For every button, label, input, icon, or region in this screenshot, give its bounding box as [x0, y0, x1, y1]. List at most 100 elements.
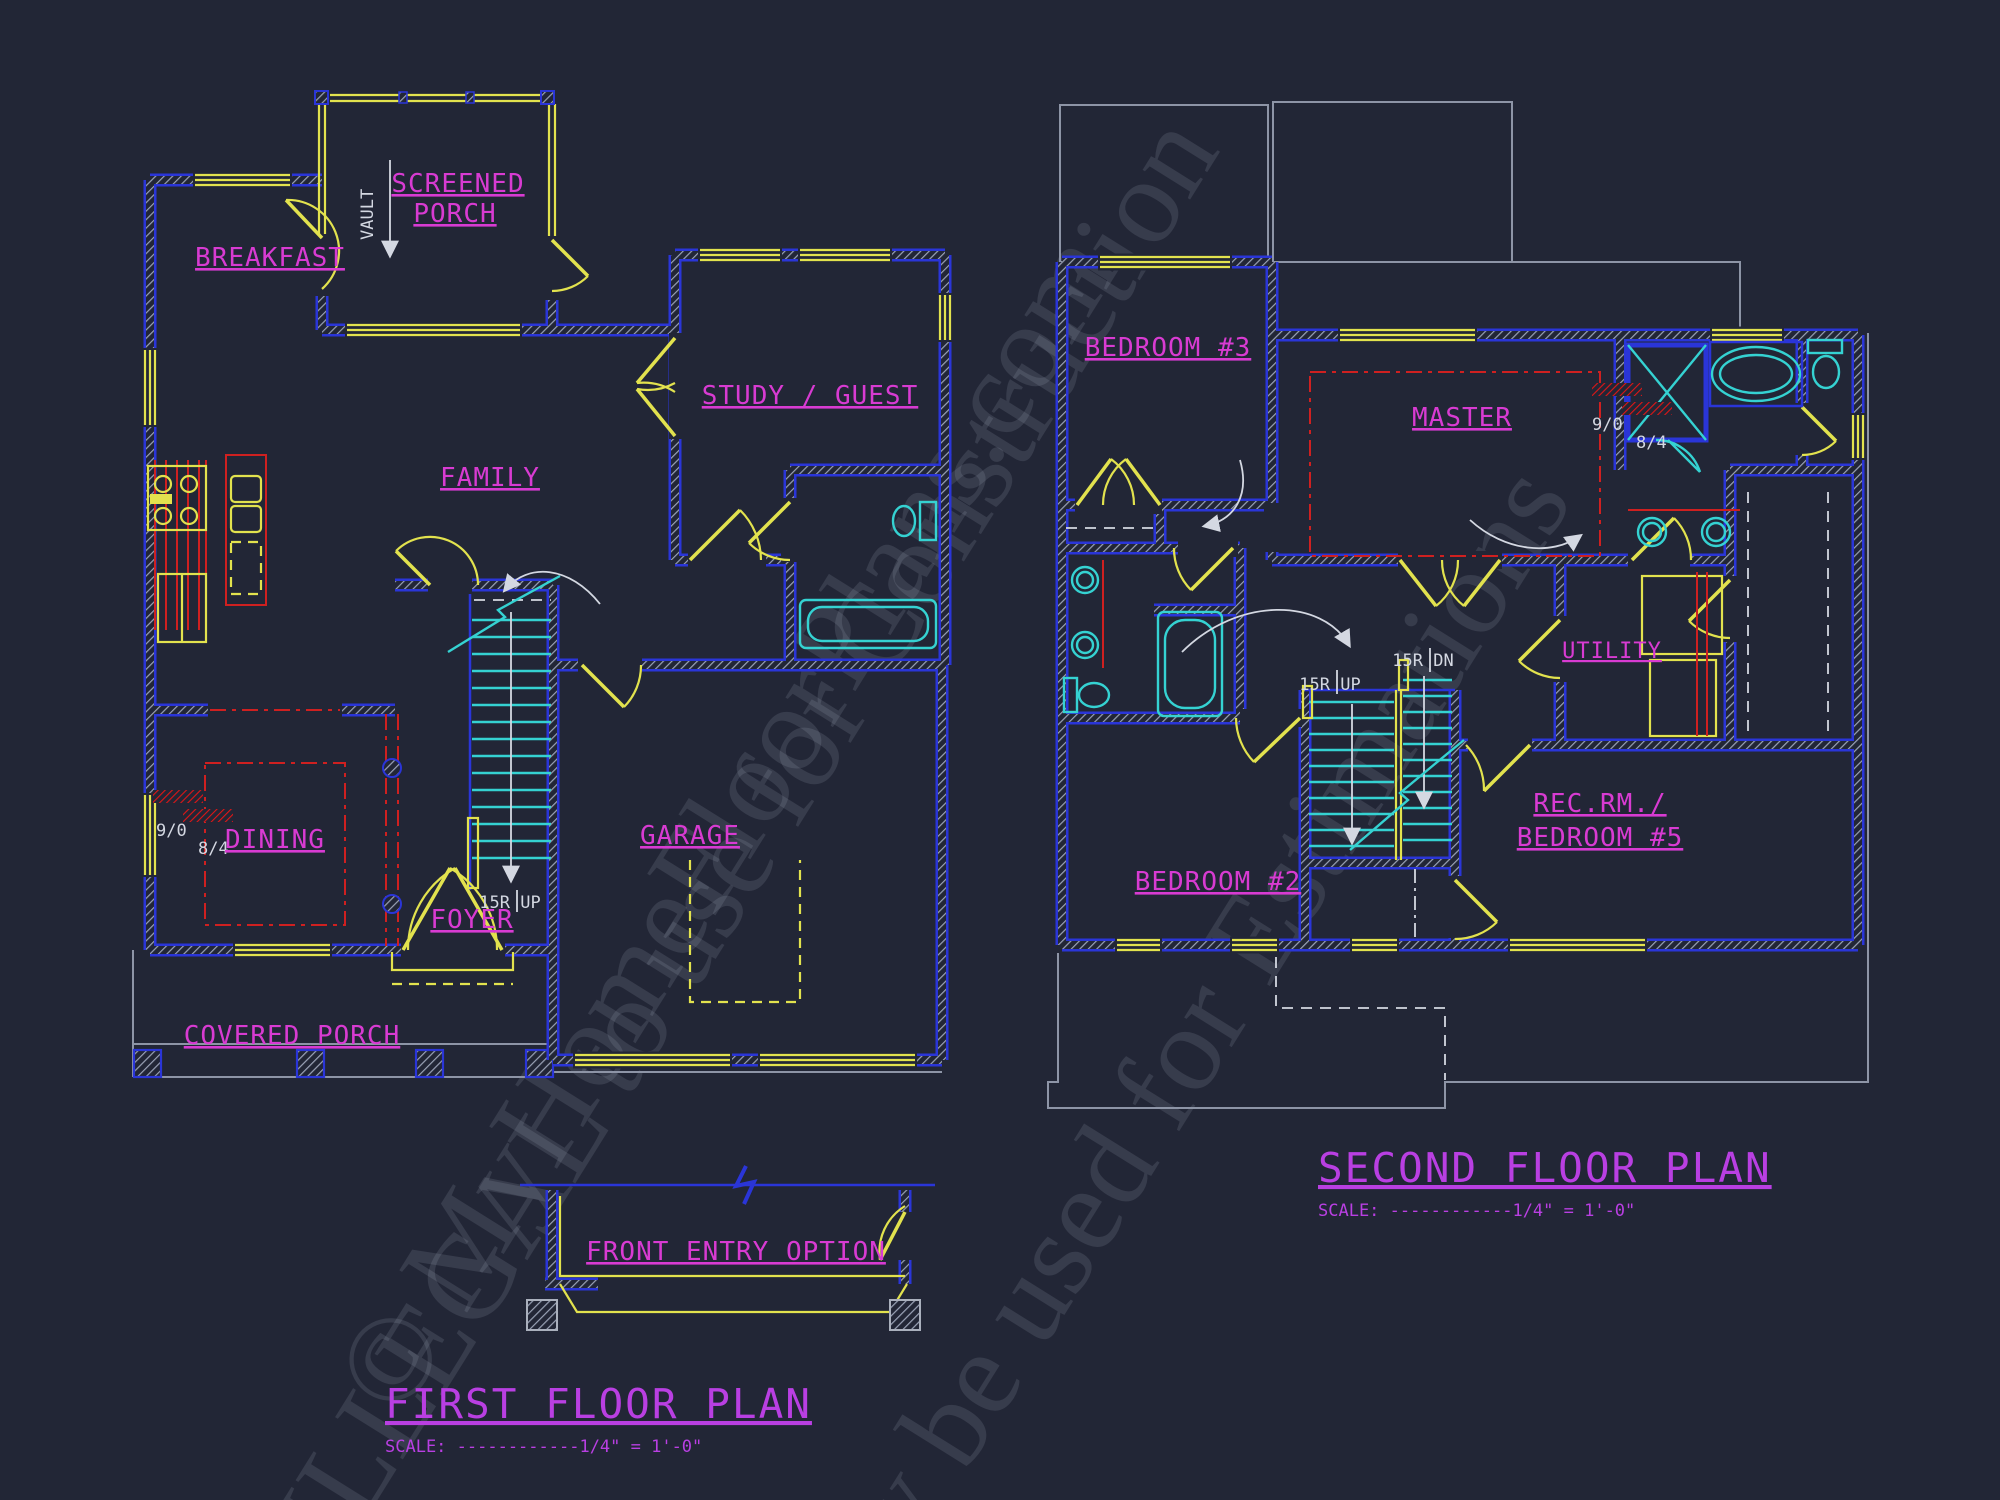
bathtub-inner [1163, 618, 1217, 710]
sf-labels: BEDROOM #3 MASTER UTILITY REC.RM./ BEDRO… [1085, 333, 1772, 1221]
door-header-hatch [153, 790, 203, 803]
window [1849, 413, 1867, 460]
porch-edge [558, 1196, 905, 1278]
vault-label: VAULT [358, 189, 378, 240]
room-label-utility: UTILITY [1562, 639, 1662, 664]
door-leaf [747, 500, 792, 545]
sf-windows [1098, 253, 1867, 954]
stair-stringer [1394, 690, 1403, 860]
ff-bath-fixtures [798, 500, 938, 650]
ff-porch-outline [132, 950, 942, 1079]
door-swing [1172, 547, 1192, 591]
door-leaf [1252, 716, 1302, 764]
room-label-foyer: FOYER [430, 905, 513, 935]
window [1230, 936, 1279, 954]
porch-post [465, 91, 475, 104]
first-floor-plan: 9/0 8/4 [132, 90, 954, 1457]
room-label-bedroom3: BEDROOM #3 [1085, 333, 1252, 363]
window [141, 793, 159, 877]
room-label-dining: DINING [225, 825, 325, 855]
ff-doors [208, 333, 798, 986]
ff-windows [141, 171, 954, 1069]
stair-up-label: 15R UP [1299, 675, 1360, 695]
ff-stairs [447, 570, 601, 912]
shower-x [1627, 344, 1707, 441]
room-label-breakfast: BREAKFAST [195, 243, 345, 273]
sink [1070, 565, 1100, 595]
window [233, 941, 332, 959]
door-header-hatch [1592, 383, 1642, 396]
ff-kitchen [146, 454, 267, 644]
sf-fixtures [1062, 338, 1844, 939]
sf-footprint-outlines [1047, 101, 1869, 1109]
sf-walls [1055, 255, 1865, 952]
newel [1397, 658, 1410, 692]
second-floor-plan: 9/0 8/4 BEDROOM #3 MASTER UTILITY REC.RM… [1047, 101, 1869, 1221]
room-label-recroom-1: REC.RM./ [1533, 789, 1666, 819]
shower-door [1655, 438, 1702, 473]
master-tub [1710, 345, 1802, 403]
porch-column [414, 1048, 445, 1079]
leader-arrow [1181, 609, 1351, 653]
door-swing [285, 198, 341, 290]
window [698, 246, 782, 264]
window [798, 246, 892, 264]
window [141, 348, 159, 427]
door-swing [878, 1205, 906, 1261]
range [146, 464, 208, 532]
second-floor-title: SECOND FLOOR PLAN [1318, 1144, 1772, 1192]
door-swing [1234, 717, 1255, 763]
french-door-leaves [1075, 457, 1162, 507]
porch-post [398, 91, 408, 104]
island-sink [229, 474, 263, 504]
porch-post [540, 90, 555, 105]
stair-break-line [1349, 739, 1465, 851]
door-leaf [878, 1211, 907, 1261]
door-leaf [1482, 743, 1532, 793]
window [1710, 326, 1784, 344]
column [382, 894, 402, 914]
door-header-hatch [1622, 402, 1672, 415]
door-leaf [580, 663, 626, 709]
door-swing [1435, 559, 1465, 607]
door-swing [1454, 921, 1498, 941]
dishwasher-dashed [229, 540, 263, 596]
ff-screened-porch [284, 90, 590, 293]
dim-door-width: 9/0 [156, 821, 187, 841]
toilet-bowl [1077, 681, 1111, 709]
door-leaf [1687, 578, 1732, 623]
dryer [1648, 658, 1718, 738]
front-entry-inset [520, 1165, 935, 1331]
newel [466, 816, 480, 890]
door-leaf [284, 198, 324, 240]
door-swing [551, 275, 589, 293]
door-sill [390, 952, 515, 972]
french-door-leaves [635, 336, 677, 438]
kitchen-island [225, 454, 267, 606]
stair-down-label: 15R DN [1392, 651, 1453, 671]
range-handle [150, 494, 172, 504]
door-swing [636, 381, 676, 393]
porch-column [132, 1048, 163, 1079]
tub-platform [1708, 340, 1804, 408]
window [758, 1051, 917, 1069]
window [345, 321, 522, 339]
master-tub-inner [1718, 353, 1794, 395]
column [382, 758, 402, 778]
dim-door-width: 9/0 [1592, 415, 1623, 435]
bathtub [1156, 610, 1224, 718]
window [1508, 936, 1647, 954]
dim-door-height: 8/4 [198, 839, 229, 859]
sf-master-details: 9/0 8/4 [1309, 371, 1672, 557]
washer [1640, 574, 1724, 656]
door-leaf [1517, 618, 1562, 663]
first-floor-scale: SCALE: ------------1/4" = 1'-0" [385, 1437, 702, 1457]
sf-stairs [1181, 459, 1465, 860]
break-symbol [732, 1165, 758, 1205]
room-label-bedroom2: BEDROOM #2 [1135, 867, 1302, 897]
stair-riser-label: 15R UP [479, 893, 540, 913]
door-leaf [394, 549, 432, 587]
door-swing [623, 664, 643, 708]
